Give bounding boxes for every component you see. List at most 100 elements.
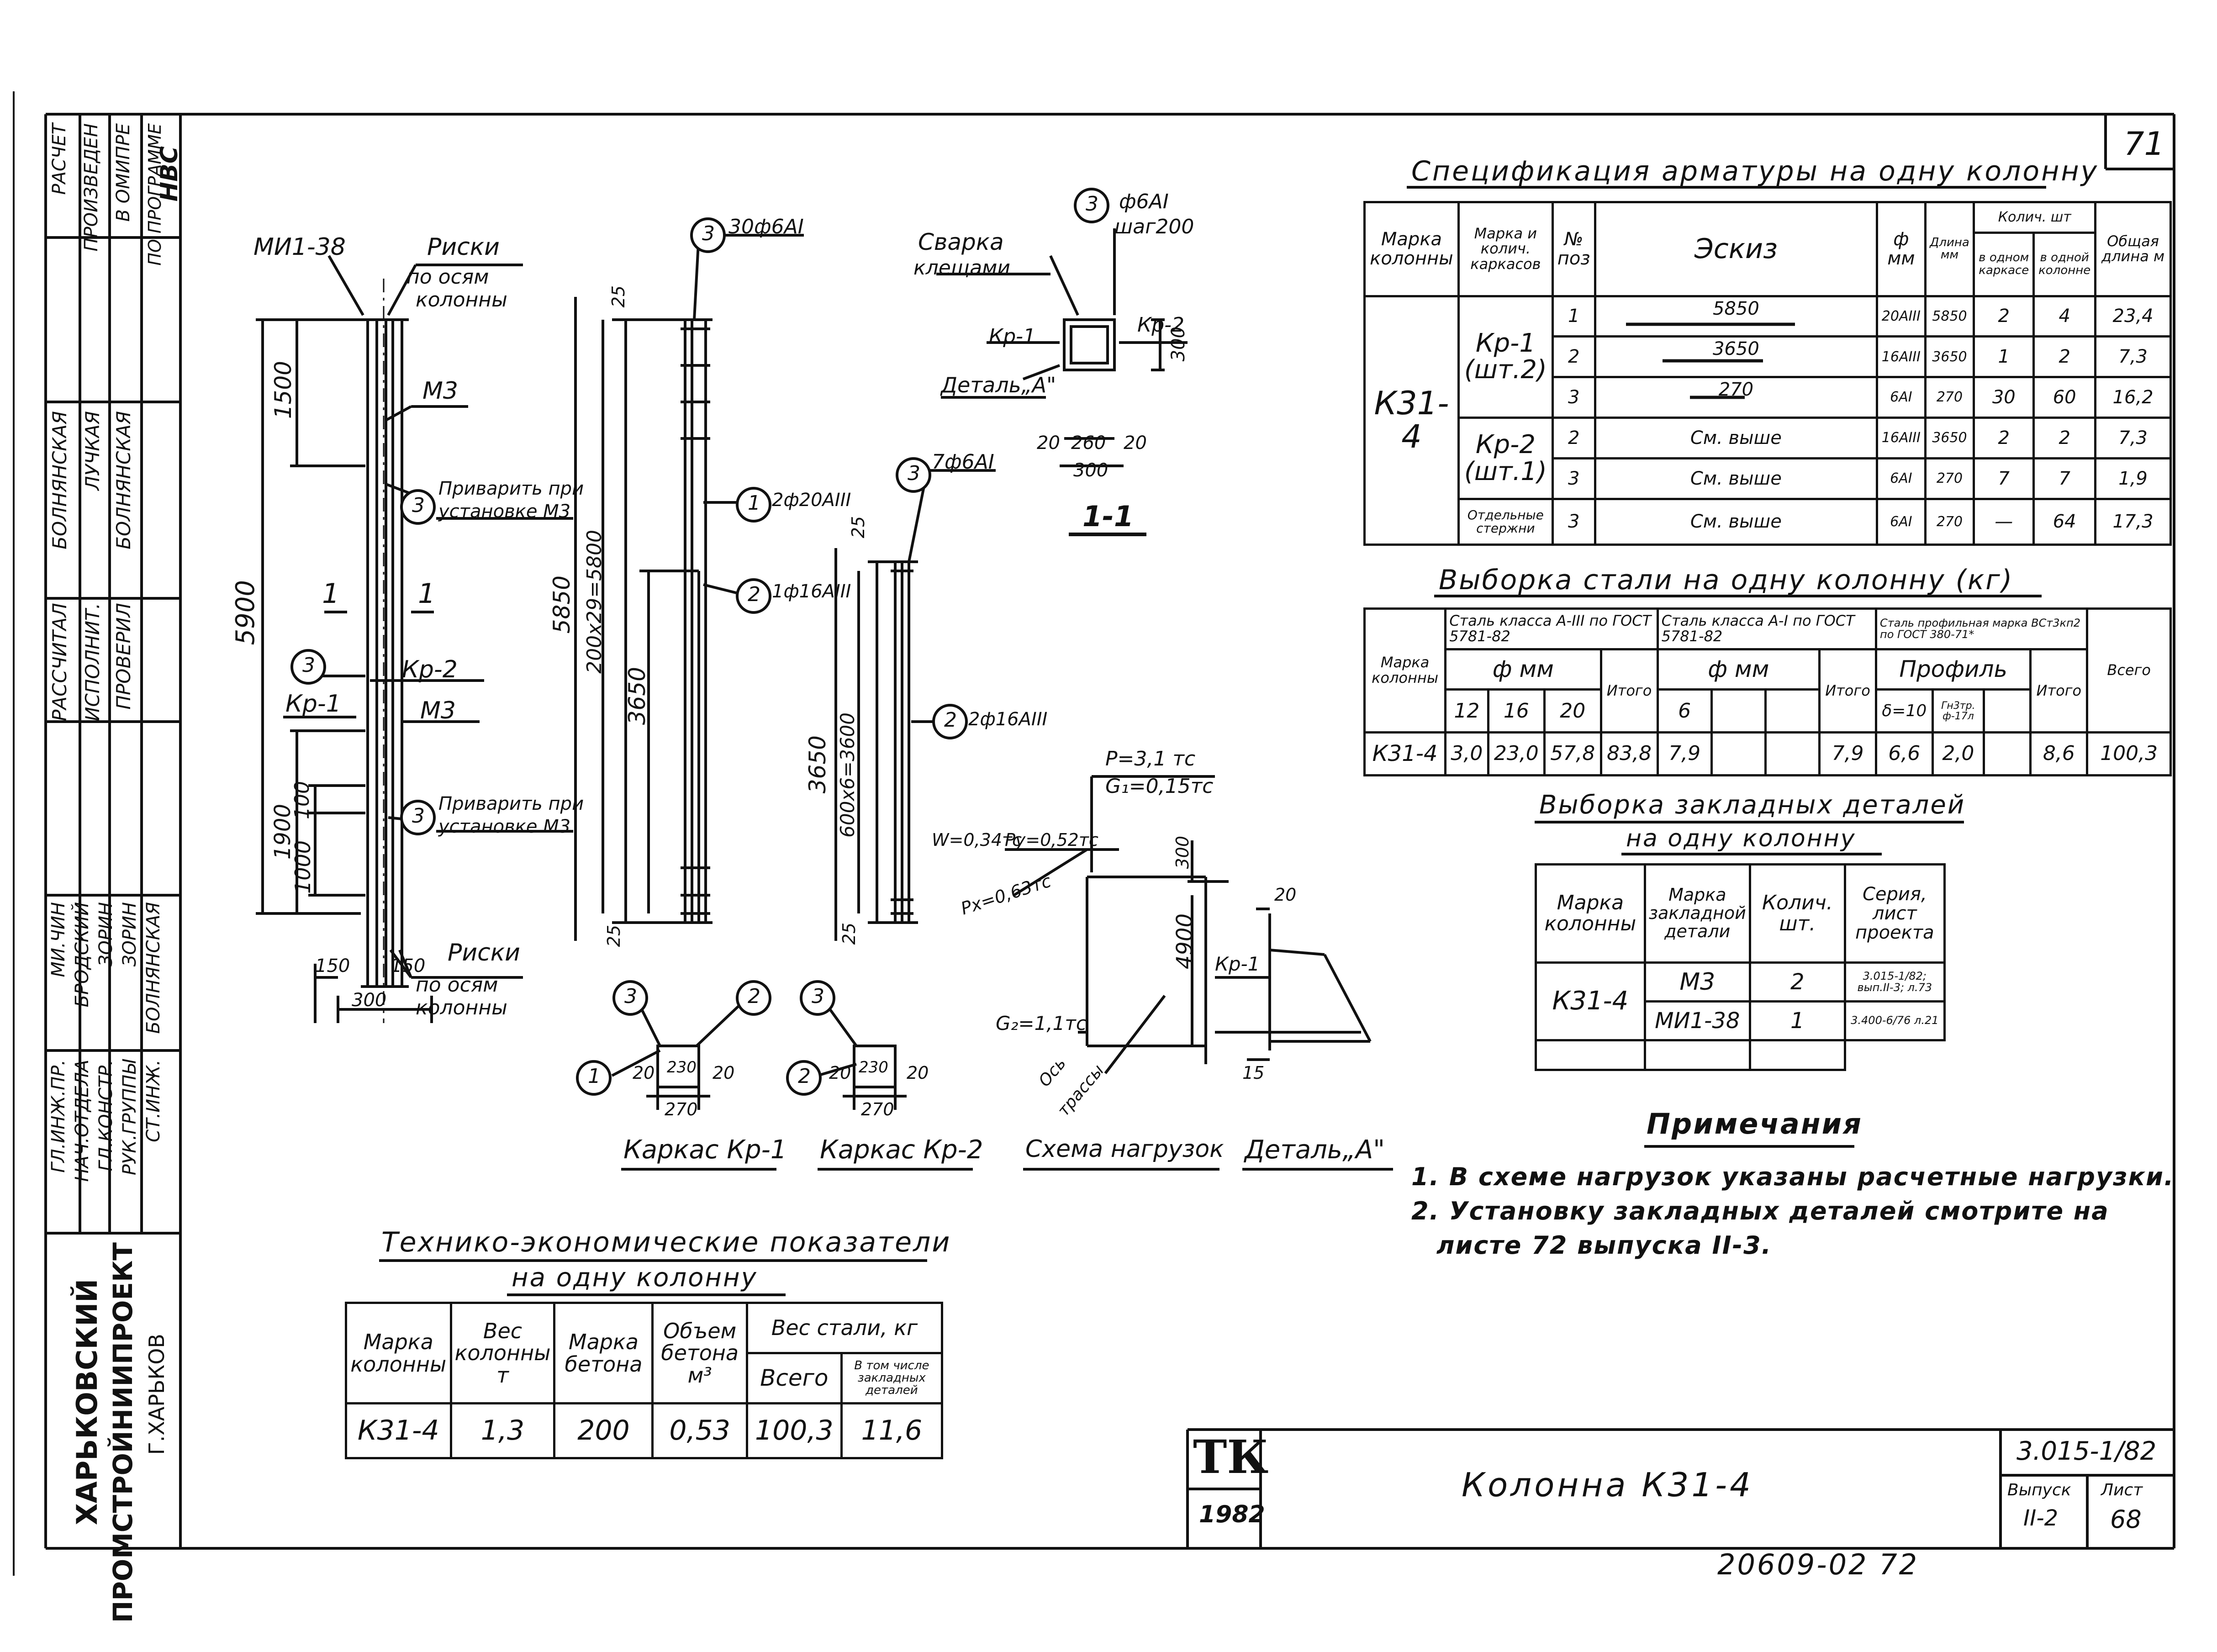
spec-sketch-5: См. выше (1594, 457, 1879, 500)
embed-empty-2 (1643, 1039, 1751, 1071)
name-senior-eng: БОЛНЯНСКАЯ (143, 902, 164, 1034)
org-name-2: ПРОМСТРОЙНИИПРОЕКТ (107, 1242, 138, 1623)
note-2: 2. Установку закладных деталей смотрите … (1411, 1197, 2109, 1225)
steel-h-a1-empty1 (1710, 688, 1767, 734)
spec-total-2: 7,3 (2094, 335, 2172, 379)
steel-v-sum-prof: 8,6 (2029, 731, 2089, 776)
label-sec-left: 1 (322, 578, 340, 610)
spec-qf-3: 30 (1973, 376, 2035, 419)
spec-frame-kr1-name: Кр-1 (1475, 328, 1536, 358)
label-riski-bot: Риски (448, 939, 520, 966)
spec-sketch-6: См. выше (1594, 497, 1879, 546)
dim-3650a: 3650 (624, 667, 650, 725)
embed-empty-1 (1535, 1039, 1646, 1071)
spec-sketch-1: 5850 (1594, 295, 1879, 338)
titleblock-issue: II-2 (2023, 1505, 2059, 1531)
steel-h-class-a1: Сталь класса А-I по ГОСТ 5781-82 (1656, 607, 1878, 650)
org-name-1: ХАРЬКОВСКИЙ (70, 1279, 104, 1525)
embed-series-mi1: 3.400-6/76 л.21 (1843, 1000, 1946, 1041)
circle-2-frame1: 2 (748, 583, 760, 606)
frame1-p2: 1ф16AIII (772, 581, 851, 602)
role-chief-constr: ГЛ.КОНСТР. (95, 1060, 116, 1172)
label-detal-a: Деталь„А" (941, 373, 1056, 397)
name-chief-eng: МИ.ЧИН (48, 902, 69, 977)
circle-1-frame1: 1 (748, 491, 760, 515)
name-chief-constr: ЗОРИН (95, 902, 116, 967)
spec-diam-2: 16AIII (1876, 335, 1927, 379)
spec-qf-1: 2 (1973, 295, 2035, 338)
tech-v-weight: 1,3 (449, 1402, 556, 1459)
circle-3-cs2: 3 (812, 985, 824, 1008)
tech-h-total: Всего (745, 1352, 843, 1404)
tech-v-mark: К31-4 (345, 1402, 452, 1459)
spec-h-total: Общая длина м (2094, 201, 2172, 297)
embed-qty-m3: 2 (1748, 961, 1846, 1003)
spec-frame-separate: Отдельные стержни (1457, 497, 1554, 546)
cs1-230: 230 (667, 1058, 697, 1077)
sec-dim-300h: 300 (1073, 460, 1108, 481)
spec-total-1: 23,4 (2094, 295, 2172, 338)
steel-h-class-a3: Сталь класса А-III по ГОСТ 5781-82 (1444, 607, 1659, 650)
spec-qc-5: 7 (2032, 457, 2097, 500)
sheet-number: 71 (2124, 125, 2165, 163)
circle-3-frame2: 3 (908, 462, 920, 485)
label-riski-bot-sub1: по осям (416, 973, 498, 997)
frame1-pos: 30ф6AI (728, 215, 804, 238)
titleblock-series: 3.015-1/82 (2016, 1436, 2157, 1466)
label-m3a: М3 (422, 377, 458, 405)
steel-table: Марка колонны Сталь класса А-III по ГОСТ… (1363, 607, 2172, 776)
sec-dim-300v: 300 (1168, 327, 1189, 362)
label-kr2-side: Кр-2 (402, 656, 458, 683)
embed-h-series: Серия, лист проекта (1843, 863, 1946, 964)
caption-detail-a: Деталь„А" (1245, 1135, 1385, 1165)
circle-3-frame1: 3 (702, 222, 715, 245)
role-exec: ИСПОЛНИТ. (81, 603, 104, 721)
steel-h-prof-empty (1983, 688, 2032, 734)
dim-150b: 150 (391, 955, 426, 976)
load-w: W=0,34тс (932, 830, 1022, 850)
role-dept-head: НАЧ.ОТДЕЛА (72, 1060, 93, 1182)
steel-h-a1-empty2 (1764, 688, 1821, 734)
embed-col-mark: К31-4 (1535, 961, 1646, 1041)
circle-3-kr: 3 (302, 654, 315, 677)
steel-h-sum-a1: Итого (1818, 648, 1878, 734)
spec-total-6: 17,3 (2094, 497, 2172, 546)
role-senior-eng: СТ.ИНЖ. (143, 1060, 164, 1142)
titleblock-issue-header: Выпуск (2007, 1481, 2071, 1499)
spec-len-4: 3650 (1924, 417, 1975, 460)
tech-v-concrete: 200 (553, 1402, 654, 1459)
label-kr2-section: Кр-2 (1137, 313, 1185, 337)
steel-h-fmm-a1: ф мм (1656, 648, 1821, 691)
dim-5850: 5850 (549, 575, 575, 634)
detail-20: 20 (1274, 885, 1297, 905)
steel-v-a1-empty2 (1764, 731, 1821, 776)
circle-3-weld2: 3 (412, 804, 425, 828)
notes-title: Примечания (1647, 1107, 1863, 1140)
circle-2-cs1: 2 (748, 985, 760, 1008)
role-check: ПРОВЕРИЛ (112, 603, 135, 710)
frame1-p1: 2ф20AIII (772, 490, 851, 511)
embed-qty-mi1: 1 (1748, 1000, 1846, 1041)
titleblock-logo: ТК (1193, 1430, 1269, 1484)
detail-15: 15 (1242, 1063, 1265, 1083)
spec-total-5: 1,9 (2094, 457, 2172, 500)
label-stirrup-step: шаг200 (1114, 215, 1194, 238)
dim-150a: 150 (315, 955, 350, 976)
spec-qc-2: 2 (2032, 335, 2097, 379)
spec-qf-4: 2 (1973, 417, 2035, 460)
embed-h-qty: Колич. шт. (1748, 863, 1846, 964)
org-name-3: Г.ХАРЬКОВ (144, 1334, 169, 1455)
tech-table: Марка колонны Вес колонны т Марка бетона… (345, 1302, 944, 1459)
steel-h-class-profile: Сталь профильная марка ВСт3кп2 по ГОСТ 3… (1875, 607, 2089, 650)
embed-title-2: на одну колонну (1626, 825, 1856, 852)
tech-v-steel-total: 100,3 (745, 1402, 843, 1459)
spec-diam-4: 16AIII (1876, 417, 1927, 460)
cs2-270: 270 (861, 1099, 894, 1119)
spec-h-pos: № поз (1551, 201, 1596, 297)
sec-dim-20a: 20 (1037, 433, 1060, 454)
spec-h-diam: ф мм (1876, 201, 1927, 297)
name-exec: ЛУЧКАЯ (81, 411, 104, 491)
note-1: 1. В схеме нагрузок указаны расчетные на… (1411, 1162, 2175, 1191)
section-label: 1-1 (1082, 500, 1134, 533)
